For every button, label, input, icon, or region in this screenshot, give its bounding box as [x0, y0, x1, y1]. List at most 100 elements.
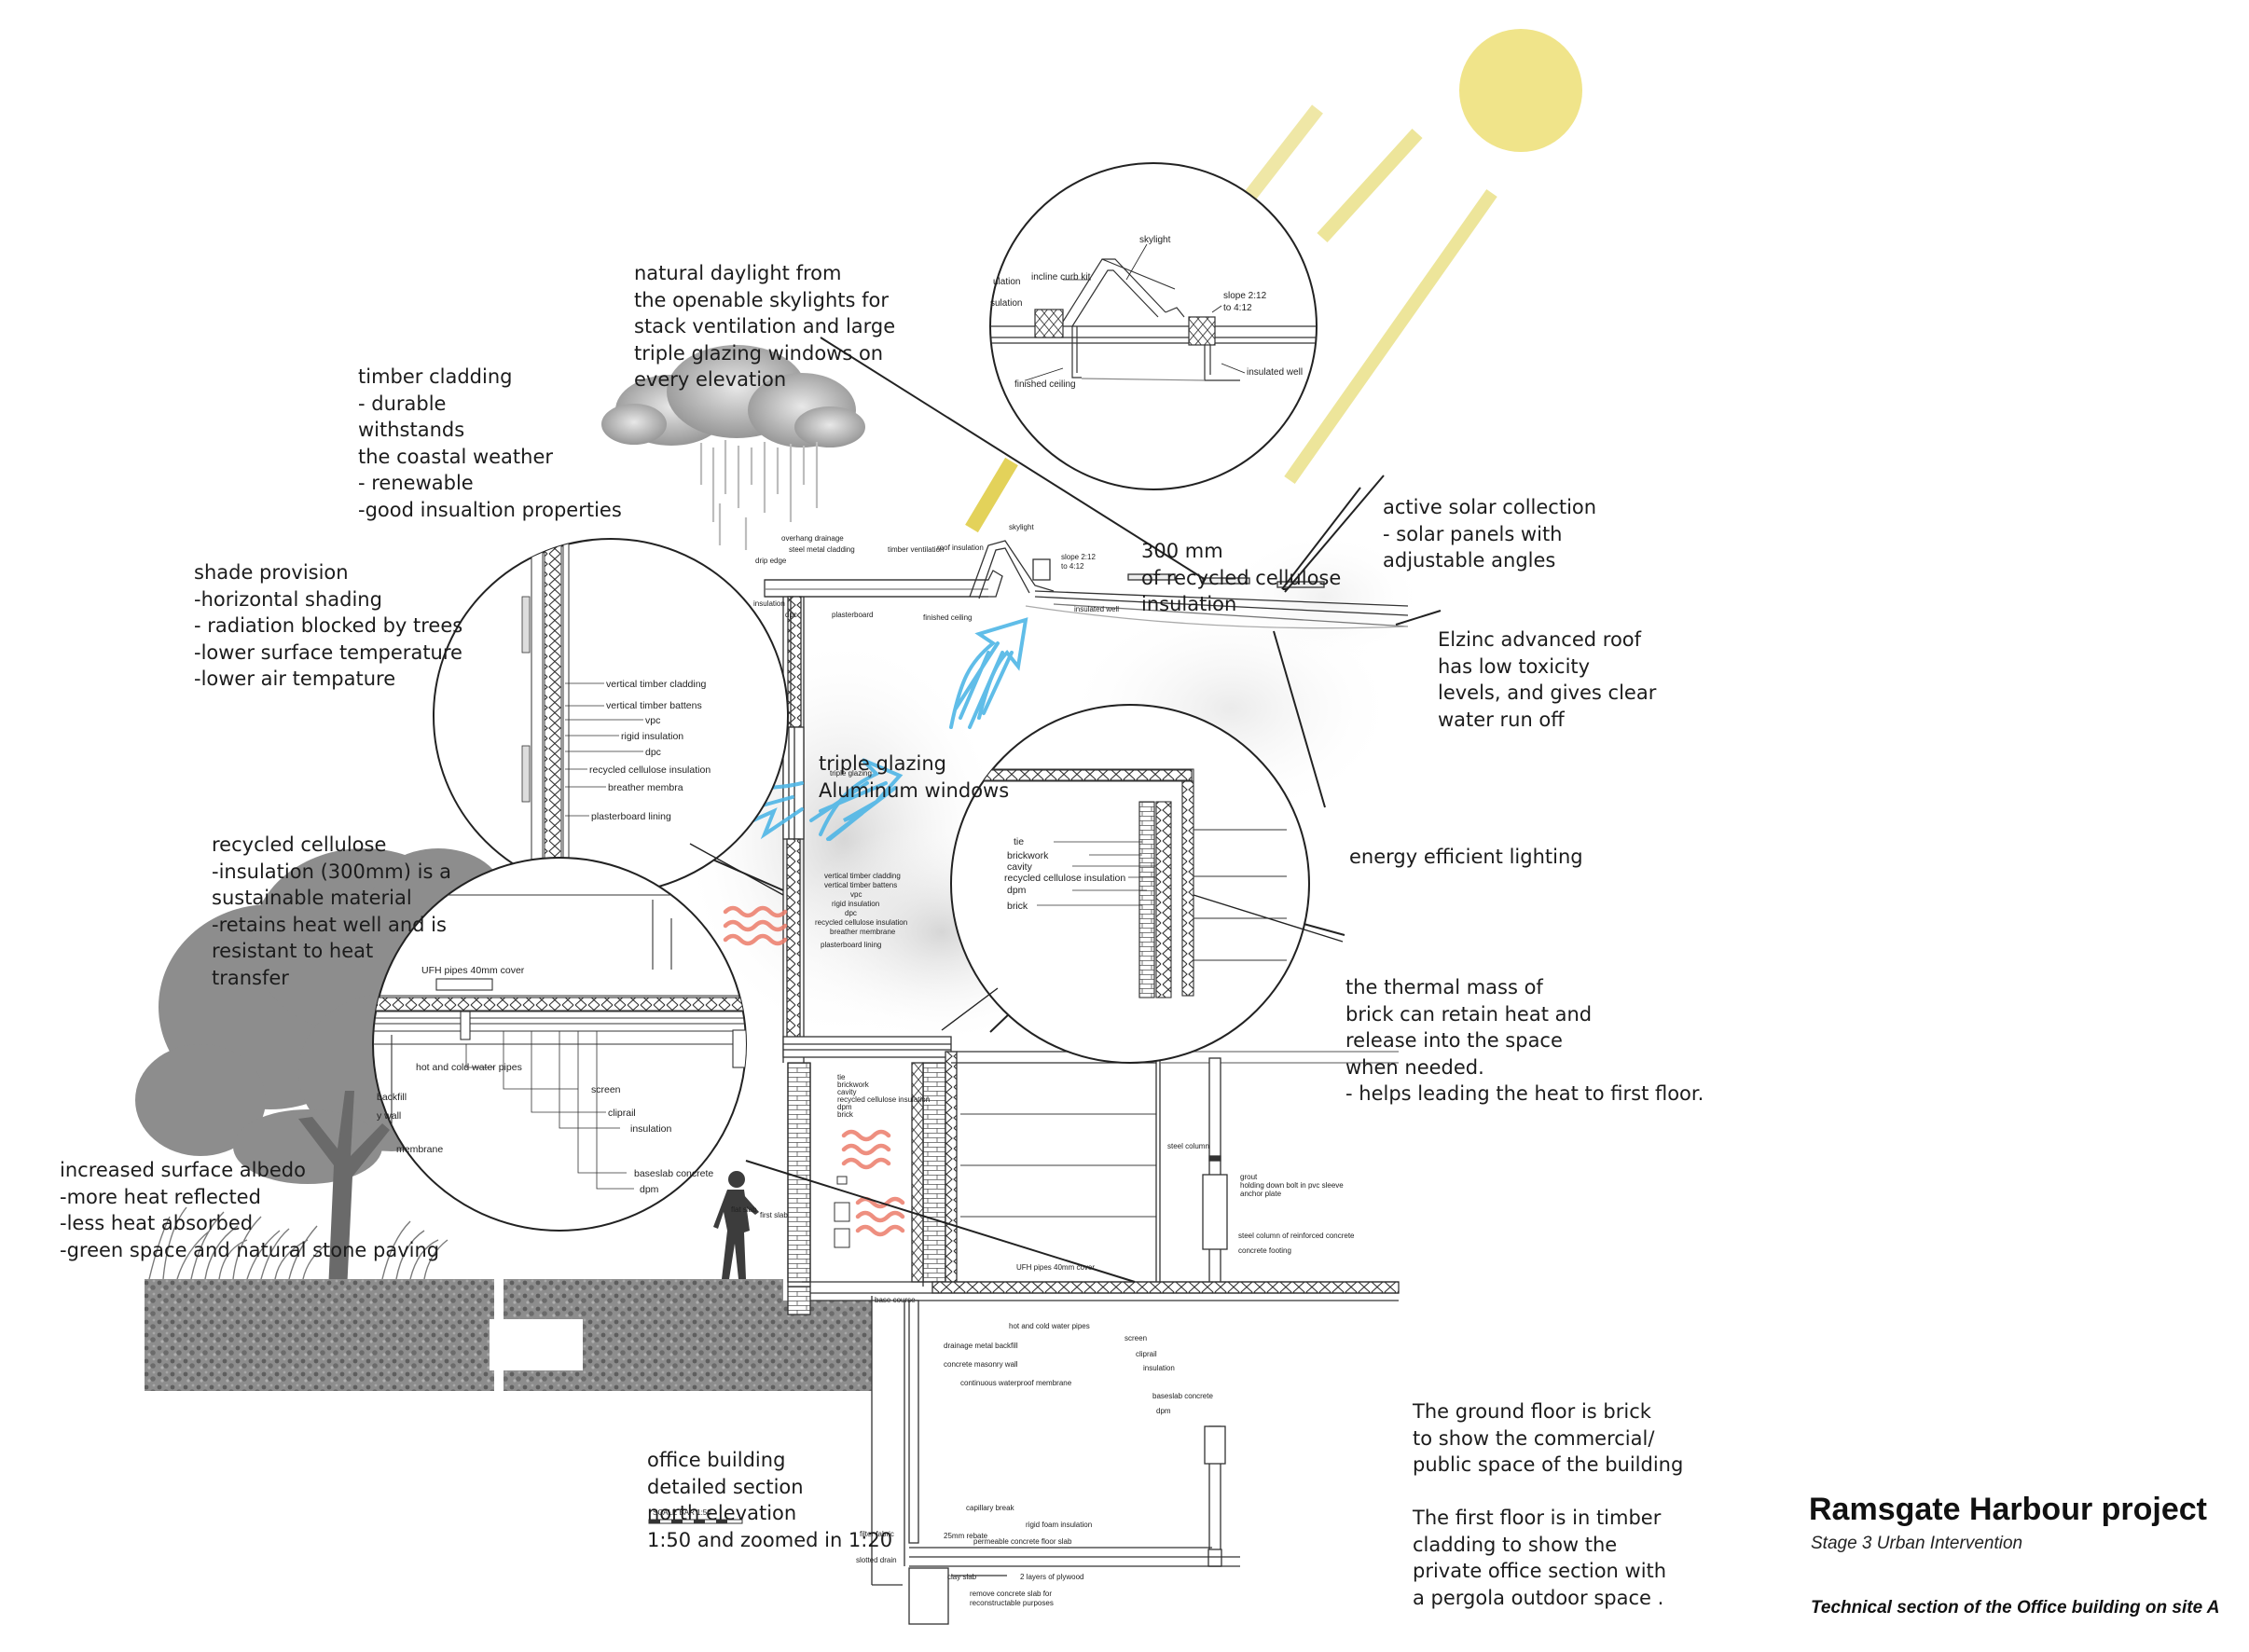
- scale-bar: SCALE BAR 1:50: [648, 1508, 743, 1524]
- leader-lines: [686, 337, 1442, 1283]
- person-icon: [713, 1171, 759, 1279]
- svg-text:brickwork: brickwork: [837, 1081, 870, 1089]
- detail-floor: UFH pipes 40mm cover hot and cold water …: [372, 857, 747, 1232]
- svg-text:baseslab concrete: baseslab concrete: [634, 1168, 713, 1179]
- svg-text:vpc: vpc: [850, 890, 862, 899]
- svg-text:overhang drainage: overhang drainage: [781, 534, 844, 543]
- annotation-albedo: increased surface albedo-more heat refle…: [60, 1159, 440, 1261]
- svg-text:ulation: ulation: [993, 277, 1020, 287]
- svg-text:vertical timber battens: vertical timber battens: [606, 700, 702, 711]
- ground-gravel-left: [145, 1279, 494, 1391]
- svg-text:breather membrane: breather membrane: [830, 928, 896, 936]
- svg-text:drainage metal backfill: drainage metal backfill: [944, 1342, 1018, 1350]
- detail-skylight: skylight incline curb kit slope 2:12 to …: [989, 162, 1318, 490]
- svg-text:dpm: dpm: [837, 1103, 852, 1111]
- svg-text:SCALE BAR 1:50: SCALE BAR 1:50: [653, 1508, 711, 1517]
- svg-text:rigid insulation: rigid insulation: [621, 731, 683, 742]
- svg-text:membrane: membrane: [396, 1144, 443, 1155]
- project-title: Ramsgate Harbour project: [1809, 1492, 2207, 1527]
- svg-text:vertical timber cladding: vertical timber cladding: [606, 679, 707, 690]
- svg-text:steel column of reinforced con: steel column of reinforced concrete: [1238, 1232, 1355, 1240]
- svg-text:dpc: dpc: [785, 611, 797, 619]
- svg-text:filter fabric: filter fabric: [860, 1530, 894, 1538]
- svg-text:hot and cold water pipes: hot and cold water pipes: [416, 1062, 522, 1073]
- svg-text:steel column: steel column: [1167, 1142, 1209, 1150]
- svg-text:rigid insulation: rigid insulation: [832, 900, 879, 908]
- heat-wave-icon: [723, 905, 905, 1237]
- section-labels: overhang drainage steel metal cladding d…: [731, 523, 1355, 1607]
- svg-text:brick: brick: [1007, 901, 1028, 912]
- svg-text:continuous waterproof membrane: continuous waterproof membrane: [960, 1379, 1072, 1387]
- svg-text:hot and cold water pipes: hot and cold water pipes: [1009, 1322, 1090, 1330]
- grass: [148, 1206, 448, 1280]
- svg-text:steel metal cladding: steel metal cladding: [789, 545, 855, 554]
- svg-text:skylight: skylight: [1009, 523, 1034, 531]
- svg-text:insulated well: insulated well: [1247, 367, 1303, 378]
- svg-text:to 4:12: to 4:12: [1061, 562, 1084, 571]
- svg-text:reconstructable purposes: reconstructable purposes: [970, 1599, 1054, 1607]
- project-subtitle: Stage 3 Urban Intervention: [1811, 1534, 2023, 1553]
- svg-text:cliprail: cliprail: [1136, 1350, 1157, 1358]
- svg-text:drip edge: drip edge: [755, 557, 787, 565]
- svg-text:backfill: backfill: [377, 1092, 407, 1103]
- svg-text:triple glazing: triple glazing: [830, 769, 872, 778]
- svg-text:concrete footing: concrete footing: [1238, 1246, 1291, 1255]
- svg-text:insulation: insulation: [1143, 1364, 1175, 1372]
- annotation-solar: active solar collection- solar panels wi…: [1383, 496, 1597, 571]
- sun-icon: [1459, 29, 1582, 152]
- svg-text:plasterboard lining: plasterboard lining: [591, 811, 671, 822]
- svg-text:capillary break: capillary break: [966, 1504, 1015, 1512]
- svg-text:finished ceiling: finished ceiling: [923, 613, 972, 622]
- svg-text:recycled cellulose insulation: recycled cellulose insulation: [837, 1095, 930, 1104]
- svg-text:dpc: dpc: [645, 747, 661, 758]
- svg-text:25mm rebate: 25mm rebate: [944, 1532, 988, 1540]
- svg-text:first slab: first slab: [760, 1211, 788, 1219]
- svg-text:slope 2:12: slope 2:12: [1061, 553, 1096, 561]
- svg-text:plasterboard lining: plasterboard lining: [821, 941, 881, 949]
- svg-text:rigid foam insulation: rigid foam insulation: [1026, 1521, 1092, 1529]
- annotation-shade: shade provision-horizontal shading- radi…: [194, 561, 463, 690]
- svg-text:cavity: cavity: [837, 1088, 856, 1096]
- svg-text:dpc: dpc: [845, 909, 857, 917]
- svg-text:sulation: sulation: [990, 298, 1022, 309]
- svg-text:incline curb kit: incline curb kit: [1031, 272, 1091, 282]
- svg-text:dpm: dpm: [640, 1184, 659, 1195]
- svg-text:recycled cellulose insulation: recycled cellulose insulation: [1004, 873, 1125, 884]
- annotation-cellulose: recycled cellulose-insulation (300mm) is…: [212, 833, 451, 989]
- svg-text:remove concrete slab for: remove concrete slab for: [970, 1590, 1052, 1598]
- svg-text:slope 2:12: slope 2:12: [1223, 291, 1267, 301]
- svg-text:brick: brick: [837, 1110, 854, 1119]
- svg-text:dpm: dpm: [1156, 1407, 1171, 1415]
- svg-text:breather membra: breather membra: [608, 782, 683, 793]
- svg-text:screen: screen: [1124, 1334, 1147, 1342]
- rain-cloud-icon: [601, 345, 865, 550]
- svg-text:screen: screen: [591, 1084, 621, 1095]
- svg-text:plasterboard: plasterboard: [832, 611, 873, 619]
- svg-text:holding down bolt in pvc sleev: holding down bolt in pvc sleeve: [1240, 1181, 1344, 1190]
- svg-text:recycled cellulose insulation: recycled cellulose insulation: [589, 764, 711, 776]
- tree-icon: [135, 848, 504, 1291]
- svg-text:y wall: y wall: [377, 1110, 401, 1122]
- svg-text:grout: grout: [1240, 1173, 1258, 1181]
- svg-text:roof insulation: roof insulation: [937, 544, 984, 552]
- svg-text:vertical timber cladding: vertical timber cladding: [824, 872, 901, 880]
- svg-text:dpm: dpm: [1007, 885, 1027, 896]
- annotation-lighting: energy efficient lighting: [1349, 846, 1583, 868]
- svg-text:UFH pipes 40mm cover: UFH pipes 40mm cover: [421, 965, 525, 976]
- ground-floor-fixtures: [834, 1176, 850, 1248]
- svg-text:cavity: cavity: [1007, 861, 1033, 873]
- svg-text:skylight: skylight: [1139, 235, 1171, 245]
- detail-pointers: [689, 843, 1344, 1031]
- svg-text:insulated well: insulated well: [1074, 605, 1119, 613]
- svg-text:timber ventilation: timber ventilation: [888, 545, 944, 554]
- svg-text:recycled cellulose insulation: recycled cellulose insulation: [815, 918, 907, 927]
- svg-text:to 4:12: to 4:12: [1223, 303, 1252, 313]
- svg-text:insulation: insulation: [753, 599, 785, 608]
